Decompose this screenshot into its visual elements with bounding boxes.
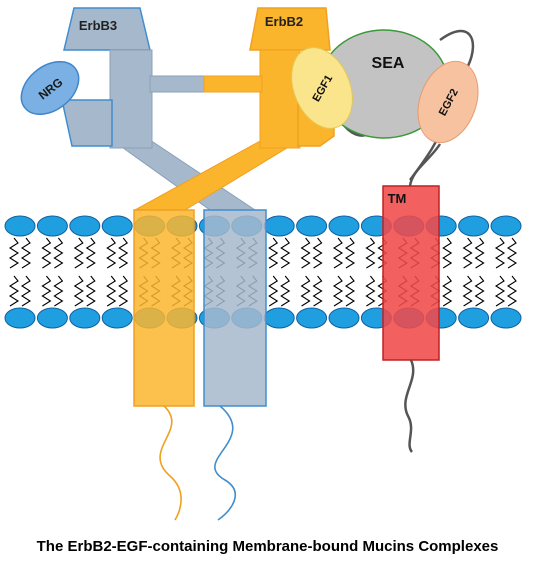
lipid-tail: [118, 275, 129, 307]
lipid-tail: [73, 237, 84, 269]
lipid-tail: [85, 237, 96, 269]
lipid-tail: [280, 237, 291, 269]
lipid-head: [101, 215, 133, 237]
lipid-tail: [506, 275, 518, 307]
erbb3-linker: [149, 75, 209, 93]
lipid-head: [458, 307, 490, 329]
lipid-tail: [332, 275, 344, 307]
erbb2-cytoplasmic-tail: [159, 405, 182, 521]
lipid-tail: [20, 237, 32, 269]
lipid-tail: [494, 275, 506, 307]
mucin-tm-linker: [408, 143, 442, 187]
lipid-head: [4, 215, 36, 237]
lipid-tail: [53, 237, 64, 269]
egf2-domain: [417, 60, 479, 144]
lipid-head: [263, 307, 295, 329]
lipid-tail: [280, 275, 291, 307]
lipid-tail: [8, 237, 20, 269]
lipid-tail: [344, 237, 356, 269]
lipid-head: [296, 307, 328, 329]
lipid-tail: [312, 237, 323, 269]
lipid-tail: [268, 275, 279, 307]
lipid-tail: [494, 237, 506, 269]
erbb3-cytoplasmic-tail: [214, 405, 237, 521]
nrg-ligand: [20, 61, 80, 115]
lipid-head: [263, 215, 295, 237]
lipid-head: [4, 307, 36, 329]
erbb3-lower-domain: [61, 99, 113, 147]
erbb3-label: ErbB3: [79, 18, 117, 33]
lipid-head: [458, 215, 490, 237]
egf1-domain: [291, 47, 353, 129]
lipid-head: [69, 307, 101, 329]
lipid-tail: [365, 275, 376, 307]
lipid-head: [490, 215, 522, 237]
lipid-tail: [73, 275, 84, 307]
membrane-mucin: [291, 29, 479, 453]
lipid-head: [36, 307, 68, 329]
erbb2-transmembrane-bar: [133, 209, 195, 407]
lipid-head: [69, 215, 101, 237]
lipid-tail: [442, 237, 453, 269]
lipid-tail: [268, 237, 279, 269]
erbb2-top-domain: [249, 7, 331, 51]
lipid-tail: [41, 237, 52, 269]
lipid-head: [328, 307, 360, 329]
lipid-tail: [442, 275, 453, 307]
lipid-tail: [312, 275, 323, 307]
erbb-mucin-diagram: ErbB3 ErbB2 NRG SEA EGF1 EGF2 TM: [4, 7, 522, 521]
lipid-tail: [462, 275, 473, 307]
lipid-tail: [506, 237, 518, 269]
lipid-tail: [300, 275, 311, 307]
lipid-tail: [474, 237, 485, 269]
erbb2-receptor: [133, 7, 335, 521]
lipid-tail: [106, 275, 117, 307]
tm-label: TM: [388, 191, 407, 206]
lipid-tail: [300, 237, 311, 269]
figure-caption: The ErbB2-EGF-containing Membrane-bound …: [36, 538, 499, 555]
lipid-head: [36, 215, 68, 237]
lipid-tail: [344, 275, 356, 307]
erbb2-label: ErbB2: [265, 14, 303, 29]
lipid-tail: [8, 275, 20, 307]
lipid-tail: [365, 237, 376, 269]
lipid-tail: [332, 237, 344, 269]
mucin-cytoplasmic-tail: [404, 359, 415, 453]
lipid-tail: [462, 237, 473, 269]
lipid-tail: [85, 275, 96, 307]
lipid-head: [101, 307, 133, 329]
mucin-transmembrane-domain: [382, 185, 440, 361]
lipid-head: [296, 215, 328, 237]
erbb3-receptor: [61, 7, 267, 521]
lipid-tail: [41, 275, 52, 307]
erbb3-stem: [109, 49, 153, 149]
lipid-tail: [20, 275, 32, 307]
lipid-tail: [106, 237, 117, 269]
lipid-head: [490, 307, 522, 329]
erbb2-linker: [203, 75, 263, 93]
lipid-tail: [474, 275, 485, 307]
lipid-tail: [118, 237, 129, 269]
lipid-tail: [53, 275, 64, 307]
lipid-head: [328, 215, 360, 237]
erbb3-transmembrane-bar: [203, 209, 267, 407]
sea-label: SEA: [372, 55, 405, 72]
